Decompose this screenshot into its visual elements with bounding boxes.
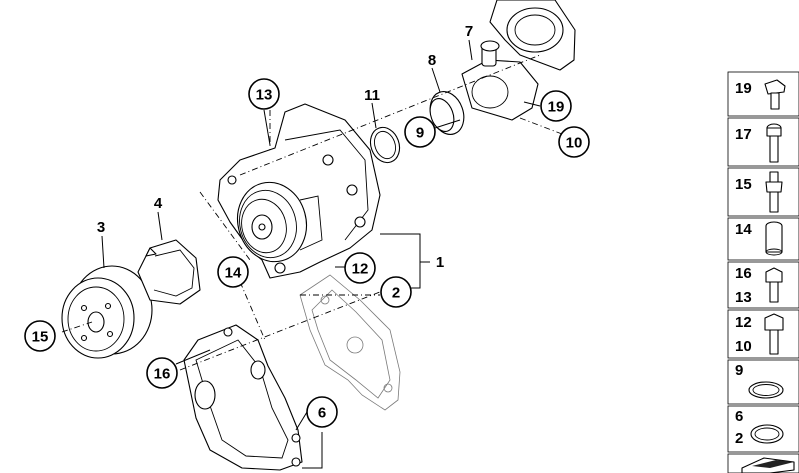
callout-2-label: 2 bbox=[392, 285, 400, 302]
callout-6-label: 6 bbox=[318, 405, 326, 422]
dowel-sleeve-icon bbox=[765, 221, 783, 256]
callout-15-label: 15 bbox=[32, 329, 49, 346]
legend-item-15[interactable]: 15 bbox=[727, 167, 799, 217]
flange-bolt-icon bbox=[766, 123, 782, 163]
label-8[interactable]: 8 bbox=[428, 52, 436, 69]
legend-number-19: 19 bbox=[735, 80, 752, 97]
callout-13-label: 13 bbox=[256, 87, 273, 104]
callout-15[interactable]: 15 bbox=[24, 320, 56, 352]
callout-12-label: 12 bbox=[352, 261, 369, 278]
legend-number-2: 2 bbox=[735, 430, 743, 447]
callout-16[interactable]: 16 bbox=[146, 357, 178, 389]
thermostat-housing bbox=[461, 0, 576, 121]
callout-9-label: 9 bbox=[416, 125, 424, 142]
legend-number-10: 10 bbox=[735, 338, 752, 355]
legend-number-15: 15 bbox=[735, 176, 752, 193]
callout-12[interactable]: 12 bbox=[344, 252, 376, 284]
belt-pulley-3 bbox=[61, 265, 153, 359]
clamp-4 bbox=[137, 239, 201, 305]
collar-bolt-icon bbox=[764, 313, 784, 355]
legend-number-13: 13 bbox=[735, 289, 752, 306]
legend-item-17[interactable]: 17 bbox=[727, 117, 799, 167]
hex-bolt-short-icon bbox=[765, 267, 783, 303]
callout-16-label: 16 bbox=[154, 366, 171, 383]
legend-item-16-13[interactable]: 16 13 bbox=[727, 261, 799, 309]
legend-number-16: 16 bbox=[735, 265, 752, 282]
legend-number-6: 6 bbox=[735, 408, 743, 425]
label-1[interactable]: 1 bbox=[436, 254, 444, 271]
parts-legend: 19 17 15 bbox=[727, 71, 799, 473]
sealing-ring-icon bbox=[750, 424, 784, 444]
legend-item-12-10[interactable]: 12 10 bbox=[727, 309, 799, 359]
legend-number-14: 14 bbox=[735, 221, 752, 238]
legend-number-12: 12 bbox=[735, 314, 752, 331]
pump-gasket-2 bbox=[299, 274, 401, 411]
legend-item-14[interactable]: 14 bbox=[727, 217, 799, 261]
o-ring-11 bbox=[369, 126, 401, 164]
callout-14-label: 14 bbox=[225, 265, 242, 282]
support-bracket-14 bbox=[183, 324, 303, 471]
hex-bolt-icon bbox=[764, 79, 786, 110]
legend-number-9: 9 bbox=[735, 362, 743, 379]
label-7[interactable]: 7 bbox=[465, 23, 473, 40]
callout-6[interactable]: 6 bbox=[306, 396, 338, 428]
label-4[interactable]: 4 bbox=[154, 195, 163, 212]
o-ring-icon bbox=[748, 381, 784, 399]
callout-19-label: 19 bbox=[548, 99, 565, 116]
callout-14[interactable]: 14 bbox=[217, 256, 249, 288]
label-3[interactable]: 3 bbox=[97, 219, 105, 236]
leader-lines bbox=[61, 39, 563, 469]
callout-2[interactable]: 2 bbox=[380, 276, 412, 308]
callout-13[interactable]: 13 bbox=[248, 78, 280, 110]
legend-item-19[interactable]: 19 bbox=[727, 71, 799, 117]
callout-19[interactable]: 19 bbox=[540, 90, 572, 122]
callout-10-label: 10 bbox=[566, 135, 583, 152]
callout-9[interactable]: 9 bbox=[404, 116, 436, 148]
legend-item-6-2[interactable]: 6 2 bbox=[727, 405, 799, 453]
thermostat-ring-8 bbox=[429, 91, 465, 135]
bracket-plate-icon bbox=[741, 457, 795, 473]
legend-item-9[interactable]: 9 bbox=[727, 359, 799, 405]
callout-10[interactable]: 10 bbox=[558, 126, 590, 158]
label-11[interactable]: 11 bbox=[364, 87, 380, 104]
stud-bolt-icon bbox=[765, 171, 783, 213]
legend-item-bottom[interactable] bbox=[727, 453, 799, 473]
legend-number-17: 17 bbox=[735, 126, 752, 143]
water-pump bbox=[217, 103, 381, 279]
